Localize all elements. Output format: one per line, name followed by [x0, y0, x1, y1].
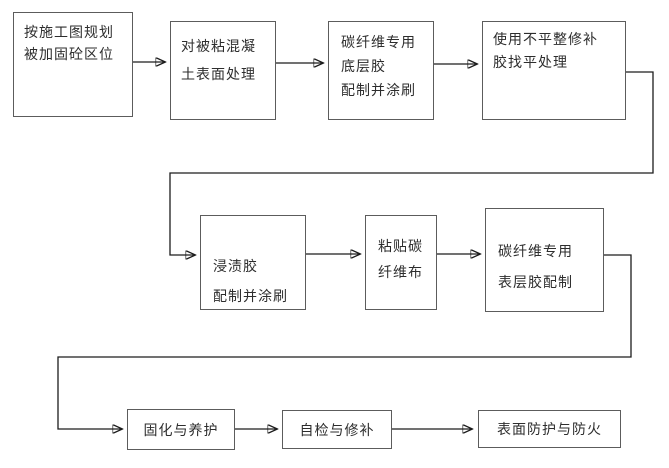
- edge-n7-n8: [57, 254, 632, 429]
- flow-node-inspection-repair: 自检与修补: [282, 410, 392, 449]
- flow-node-curing: 固化与养护: [127, 409, 235, 450]
- flow-node-top-coat-adhesive: 碳纤维专用 表层胶配制: [485, 208, 604, 312]
- flow-node-plan-region: 按施工图规划 被加固砼区位: [13, 12, 133, 117]
- flow-node-surface-protection: 表面防护与防火: [478, 410, 621, 448]
- flow-node-surface-treatment: 对被粘混凝 土表面处理: [170, 21, 276, 120]
- flow-node-impregnating-adhesive: 浸渍胶 配制并涂刷: [200, 215, 306, 310]
- flow-node-leveling-repair: 使用不平整修补 胶找平处理: [482, 21, 626, 120]
- edge-n4-n5: [169, 71, 654, 255]
- flow-node-primer-adhesive: 碳纤维专用 底层胶 配制并涂刷: [328, 21, 434, 120]
- flow-node-paste-cfrp-sheet: 粘贴碳 纤维布: [365, 215, 437, 310]
